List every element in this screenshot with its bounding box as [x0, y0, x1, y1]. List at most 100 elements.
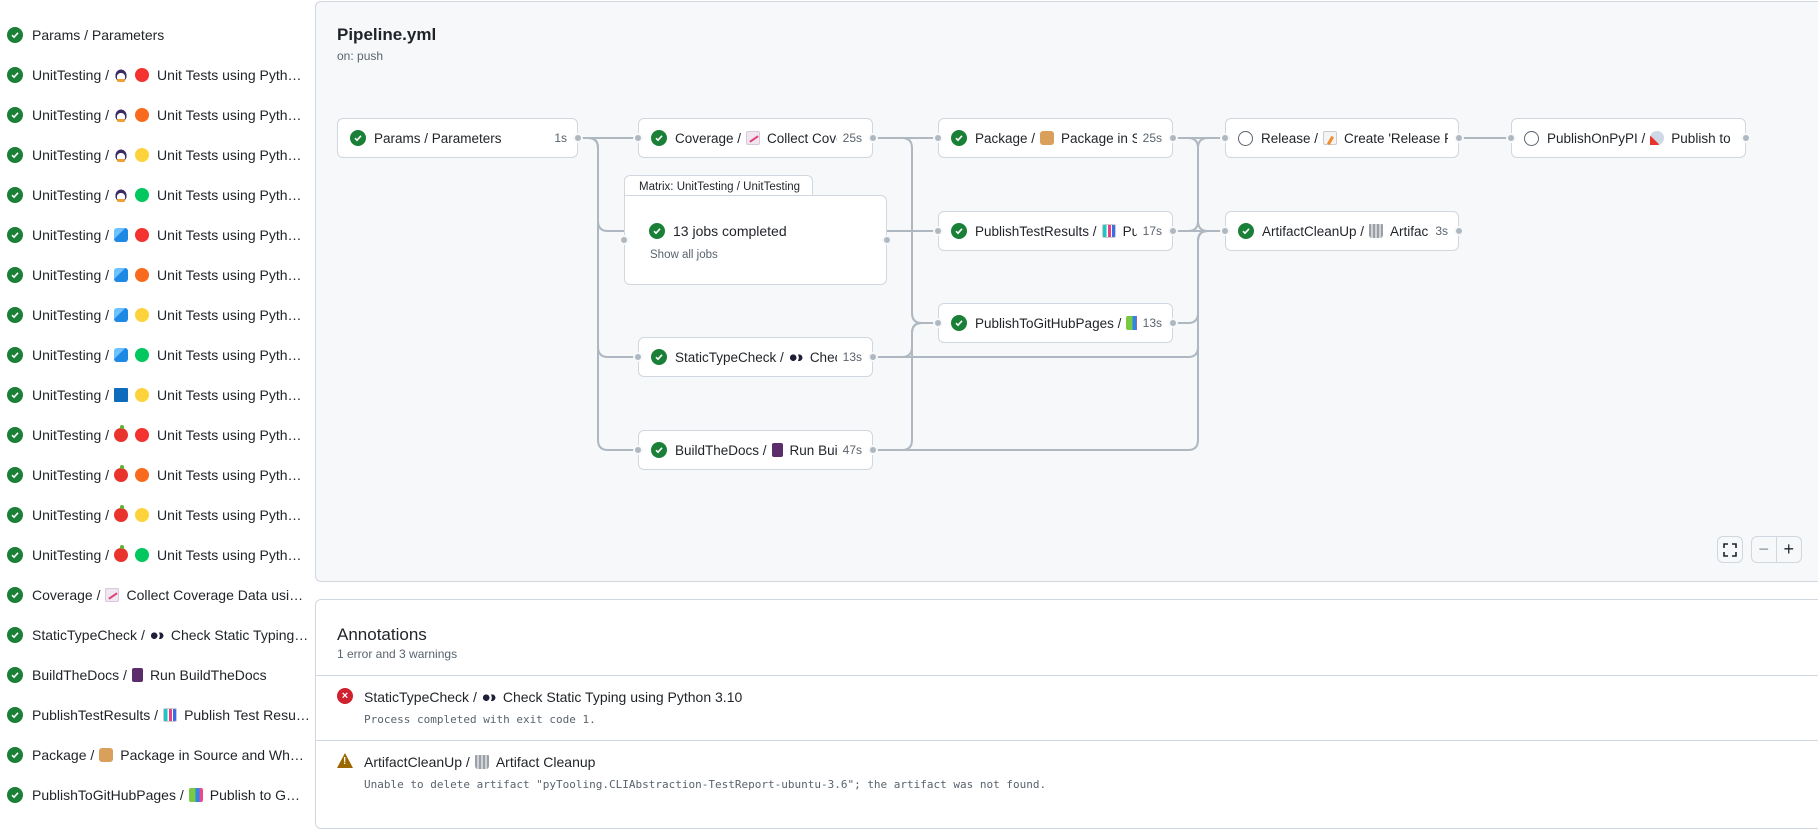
- sidebar-job-item[interactable]: UnitTesting /Unit Tests using Pyth…: [0, 335, 312, 375]
- success-check-icon: [7, 107, 23, 123]
- job-title: Chec…: [809, 349, 837, 365]
- job-title: Create 'Release P…: [1344, 130, 1448, 146]
- sidebar-job-item[interactable]: UnitTesting /Unit Tests using Pyth…: [0, 535, 312, 575]
- success-check-icon: [7, 267, 23, 283]
- sidebar-job-item[interactable]: UnitTesting /Unit Tests using Pyth…: [0, 255, 312, 295]
- job-label: Package /Package in So…: [975, 131, 1137, 146]
- eyes-icon: [481, 690, 496, 704]
- sidebar-job-item[interactable]: UnitTesting /Unit Tests using Pyth…: [0, 455, 312, 495]
- job-title: Unit Tests using Pyth…: [157, 107, 302, 123]
- penguin-icon: [114, 108, 129, 122]
- show-all-jobs-link[interactable]: Show all jobs: [650, 249, 718, 261]
- matrix-group[interactable]: 13 jobs completed Show all jobs: [619, 195, 892, 285]
- zoom-controls: − +: [1751, 536, 1802, 563]
- zoom-in-button[interactable]: +: [1783, 539, 1795, 559]
- job-label: ArtifactCleanUp /Artifac…: [1262, 224, 1429, 239]
- job-title: Unit Tests using Pyth…: [157, 547, 302, 563]
- sidebar-job-item[interactable]: Package /Package in Source and Wh…: [0, 735, 312, 775]
- sidebar-job-item[interactable]: BuildTheDocs /Run BuildTheDocs: [0, 655, 312, 695]
- job-node-artifact[interactable]: ArtifactCleanUp /Artifac…3s: [1220, 211, 1464, 251]
- sidebar-job-item[interactable]: UnitTesting /Unit Tests using Pyth…: [0, 375, 312, 415]
- success-check-icon: [651, 442, 667, 458]
- sidebar-job-item[interactable]: PublishToGitHubPages /Publish to G…: [0, 775, 312, 815]
- job-name: UnitTesting /: [32, 347, 110, 363]
- job-name: Release /: [1261, 130, 1319, 146]
- port-out: [882, 235, 892, 245]
- zoom-out-button[interactable]: −: [1752, 537, 1777, 562]
- package-icon: [1040, 131, 1055, 145]
- sidebar-job-item[interactable]: UnitTesting /Unit Tests using Pyth…: [0, 135, 312, 175]
- status-dot-icon: [135, 68, 150, 82]
- success-check-icon: [649, 223, 665, 239]
- sidebar-job-item[interactable]: UnitTesting /Unit Tests using Pyth…: [0, 295, 312, 335]
- job-title: Unit Tests using Pyth…: [157, 467, 302, 483]
- job-node-coverage[interactable]: Coverage /Collect Cove…25s: [633, 118, 878, 158]
- annotation-item[interactable]: ArtifactCleanUp /Artifact CleanupUnable …: [316, 740, 1818, 805]
- status-dot-icon: [135, 268, 150, 282]
- job-title: Publish Test Resu…: [184, 707, 310, 723]
- success-check-icon: [951, 315, 967, 331]
- books-icon: [1126, 316, 1137, 330]
- port-out: [1454, 226, 1464, 236]
- job-name: UnitTesting /: [32, 187, 110, 203]
- job-node-release[interactable]: Release / Create 'Release P…: [1220, 118, 1464, 158]
- job-title: Pu…: [1122, 223, 1137, 239]
- success-check-icon: [7, 227, 23, 243]
- sidebar-job-item[interactable]: UnitTesting / Unit Tests using Pyth…: [0, 175, 312, 215]
- fullscreen-button[interactable]: [1717, 536, 1743, 563]
- sidebar-job-item[interactable]: PublishTestResults /Publish Test Resu…: [0, 695, 312, 735]
- job-title: Unit Tests using Pyth…: [157, 387, 302, 403]
- annotation-step: Check Static Typing using Python 3.10: [502, 689, 743, 705]
- annotation-message: Process completed with exit code 1.: [364, 713, 596, 726]
- sidebar-job-item[interactable]: UnitTesting /Unit Tests using Pyth…: [0, 495, 312, 535]
- success-check-icon: [7, 187, 23, 203]
- sidebar-job-item[interactable]: UnitTesting /Unit Tests using Pyth…: [0, 95, 312, 135]
- annotation-item[interactable]: ×StaticTypeCheck /Check Static Typing us…: [316, 675, 1818, 740]
- apple-icon: [114, 545, 129, 562]
- job-name: UnitTesting /: [32, 427, 110, 443]
- port-in: [1220, 133, 1230, 143]
- cube-icon: [114, 308, 129, 322]
- job-title: Unit Tests using Pyth…: [157, 187, 302, 203]
- job-node-ptr[interactable]: PublishTestResults /Pu…17s: [933, 211, 1178, 251]
- job-title: Publish to …: [1671, 130, 1735, 146]
- job-name: UnitTesting /: [32, 507, 110, 523]
- fullscreen-icon[interactable]: [1718, 537, 1742, 562]
- sidebar-job-item[interactable]: StaticTypeCheck /Check Static Typing…: [0, 615, 312, 655]
- job-name: UnitTesting /: [32, 227, 110, 243]
- warning-icon: [337, 753, 353, 768]
- port-in: [619, 235, 629, 245]
- job-name: StaticTypeCheck /: [675, 349, 784, 365]
- status-dot-icon: [135, 548, 150, 562]
- port-in: [633, 445, 643, 455]
- success-check-icon: [951, 223, 967, 239]
- sidebar-job-item[interactable]: Coverage /Collect Coverage Data usi…: [0, 575, 312, 615]
- job-name: Package /: [32, 747, 95, 763]
- job-title: Collect Coverage Data usi…: [126, 587, 304, 603]
- chart-up-icon: [105, 588, 120, 602]
- job-node-build[interactable]: BuildTheDocs /Run Buil…47s: [633, 430, 878, 470]
- status-dot-icon: [135, 308, 150, 322]
- dependency-edge: [1173, 137, 1225, 232]
- job-node-package[interactable]: Package /Package in So…25s: [933, 118, 1178, 158]
- penguin-icon: [114, 148, 129, 162]
- job-node-pypi[interactable]: PublishOnPyPI /Publish to …: [1506, 118, 1751, 158]
- job-title: Run BuildTheDocs: [149, 667, 267, 683]
- matrix-summary: 13 jobs completed: [673, 223, 787, 239]
- job-node-pghp[interactable]: PublishToGitHubPages /…13s: [933, 303, 1178, 343]
- job-node-static[interactable]: StaticTypeCheck /Chec…13s: [633, 337, 878, 377]
- success-check-icon: [7, 667, 23, 683]
- port-out: [868, 445, 878, 455]
- dependency-edge: [1173, 137, 1225, 232]
- penguin-icon: [114, 68, 129, 82]
- status-dot-icon: [135, 148, 150, 162]
- apple-icon: [114, 465, 129, 482]
- sidebar-job-item[interactable]: UnitTesting /Unit Tests using Pyth…: [0, 55, 312, 95]
- sidebar-job-item[interactable]: Params / Parameters: [0, 15, 312, 55]
- status-dot-icon: [135, 428, 150, 442]
- sidebar-job-item[interactable]: UnitTesting /Unit Tests using Pyth…: [0, 415, 312, 455]
- notebook-icon: [771, 443, 783, 457]
- sidebar-job-item[interactable]: UnitTesting /Unit Tests using Pyth…: [0, 215, 312, 255]
- success-check-icon: [651, 349, 667, 365]
